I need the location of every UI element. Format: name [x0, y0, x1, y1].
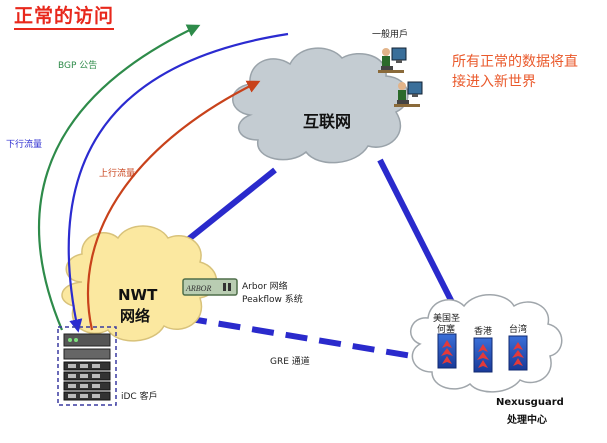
- shield-icon: [473, 337, 493, 373]
- bgp-announcement-arrow: [37, 24, 201, 331]
- nexusguard-label-line2: 处理中心: [507, 415, 547, 426]
- link-internet-nexusguard: [377, 158, 465, 324]
- nwt-label-line1: NWT: [118, 286, 158, 304]
- page-title: 正常的访问: [14, 4, 115, 30]
- note-text: 所有正常的数据将直接进入新世界: [452, 54, 578, 90]
- general-users-label: 一般用戶: [372, 30, 409, 40]
- gre-tunnel-link: [184, 315, 413, 359]
- shield-icon: [508, 335, 528, 371]
- idc-label: iDC 客戶: [121, 392, 158, 402]
- site-label-sanjose-line2: 何塞: [437, 325, 456, 335]
- nexusguard-label-line1: Nexusguard: [496, 397, 564, 408]
- arbor-appliance-icon: ARBOR: [182, 278, 238, 296]
- upstream-label: 上行流量: [99, 169, 136, 179]
- upstream-traffic-arrow: [86, 80, 261, 331]
- server-rack-icon: [57, 326, 117, 406]
- shield-icon: [437, 333, 457, 369]
- downstream-traffic-arrow: [67, 32, 289, 333]
- arbor-logo-text: ARBOR: [185, 284, 211, 293]
- nwt-label-line2: 网络: [120, 307, 151, 325]
- user-computer-icon: [394, 81, 423, 107]
- internet-cloud: [232, 47, 409, 164]
- site-label-sanjose-line1: 美国圣: [433, 314, 461, 324]
- arbor-label-line2: Peakflow 系统: [242, 295, 303, 305]
- bgp-label: BGP 公告: [58, 61, 98, 71]
- site-label-taiwan: 台湾: [509, 325, 528, 335]
- user-computer-icon: [378, 47, 407, 73]
- arbor-label-line1: Arbor 网络: [242, 282, 288, 292]
- gre-label: GRE 通道: [270, 357, 310, 367]
- downstream-label: 下行流量: [6, 140, 43, 150]
- internet-label: 互联网: [303, 112, 352, 131]
- site-label-hongkong: 香港: [474, 327, 493, 337]
